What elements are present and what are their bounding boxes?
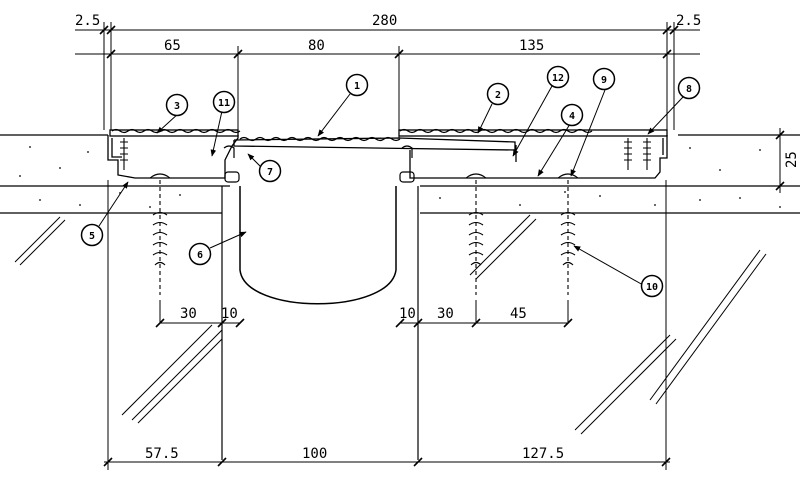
- top-dimension-chain: [75, 22, 700, 138]
- svg-text:2: 2: [495, 90, 501, 101]
- callout-2: 2: [486, 82, 510, 106]
- anchor-right-2: [557, 173, 579, 295]
- svg-text:11: 11: [218, 98, 230, 109]
- side-dimension: [680, 128, 790, 193]
- callout-leaders: [98, 85, 684, 286]
- dim-upper-mid: 80: [308, 38, 325, 54]
- callout-12: 12: [546, 65, 570, 89]
- dim-anchor-right-10: 10: [399, 306, 416, 322]
- callout-6: 6: [188, 242, 212, 266]
- svg-text:7: 7: [267, 167, 273, 178]
- callout-3: 3: [165, 93, 189, 117]
- callout-10: 10: [640, 274, 664, 298]
- hatching: [14, 214, 767, 435]
- dim-anchor-left-10: 10: [221, 306, 238, 322]
- callout-7: 7: [258, 159, 282, 183]
- callout-8: 8: [677, 76, 701, 100]
- dim-bottom-left: 57.5: [145, 446, 179, 462]
- svg-text:12: 12: [552, 73, 564, 84]
- dim-top-total: 280: [372, 13, 397, 29]
- dim-anchor-left-30: 30: [180, 306, 197, 322]
- dim-upper-right: 135: [519, 38, 544, 54]
- dim-top-left-gap: 2.5: [75, 13, 100, 29]
- anchor-right-1: [465, 173, 487, 295]
- bottom-dimension-chain: [103, 180, 671, 470]
- dim-top-right-gap: 2.5: [676, 13, 701, 29]
- dim-anchor-right-30: 30: [437, 306, 454, 322]
- dim-anchor-right-45: 45: [510, 306, 527, 322]
- right-frame-profile: [398, 128, 668, 179]
- svg-text:8: 8: [686, 84, 692, 95]
- centre-cover-plate: [233, 136, 517, 162]
- svg-text:9: 9: [601, 75, 607, 86]
- callout-1: 1: [345, 73, 369, 97]
- svg-text:10: 10: [646, 282, 658, 293]
- svg-text:3: 3: [174, 101, 180, 112]
- screws: [120, 138, 651, 170]
- dim-bottom-right: 127.5: [522, 446, 564, 462]
- callout-11: 11: [212, 90, 236, 114]
- anchor-left: [149, 173, 171, 295]
- callout-5: 5: [80, 223, 104, 247]
- dim-bottom-mid: 100: [302, 446, 327, 462]
- left-frame-profile: [107, 128, 241, 179]
- concrete-slab: [0, 134, 800, 460]
- rubber-seal: [239, 186, 397, 305]
- callout-4: 4: [560, 103, 584, 127]
- svg-text:5: 5: [89, 231, 95, 242]
- dim-side-height: 25: [784, 151, 800, 168]
- svg-text:6: 6: [197, 250, 203, 261]
- dim-upper-left: 65: [164, 38, 181, 54]
- anchor-spacing-dims: [155, 300, 573, 328]
- joint-clips: [223, 145, 415, 183]
- svg-text:1: 1: [354, 81, 360, 92]
- svg-text:4: 4: [569, 111, 575, 122]
- callout-9: 9: [592, 67, 616, 91]
